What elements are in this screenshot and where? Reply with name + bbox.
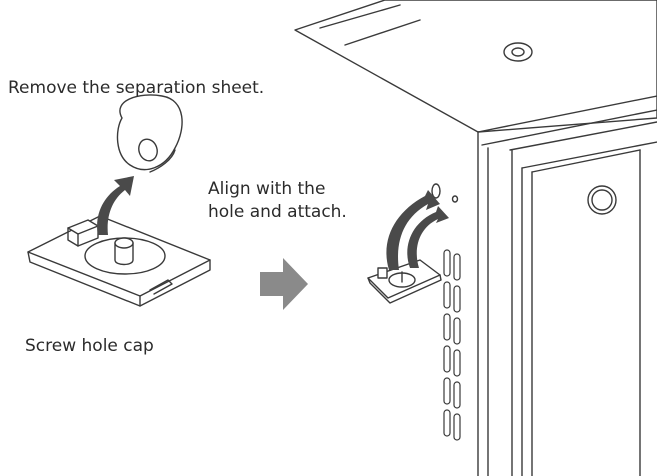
screw-hole-cap [27,215,211,307]
align-line-2: hole and attach. [208,202,347,222]
align-line-1: Align with the [208,179,326,199]
align-instruction: Align with the hole and attach. [208,178,347,224]
curved-arrows-icon [386,190,449,270]
remove-sheet-label: Remove the separation sheet. [8,78,265,98]
screw-hole-cap-label: Screw hole cap [25,336,154,356]
small-screw-hole-cap [367,259,442,304]
vent-slots [443,249,461,441]
device-body [294,0,657,476]
curved-up-arrow-icon [97,176,134,235]
separation-sheet [116,94,183,173]
right-arrow-icon [260,258,308,310]
